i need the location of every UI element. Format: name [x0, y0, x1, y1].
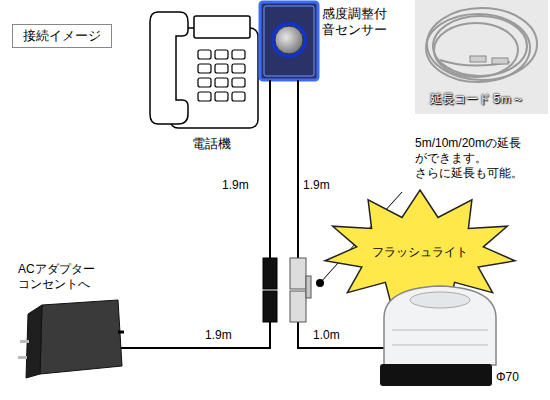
cable [118, 80, 384, 348]
length-label: 1.9m [205, 328, 232, 343]
dimension-label: Φ70 [496, 370, 519, 385]
note-text: 5m/10m/20mの延長 ができます。 さらに延長も可能。 [415, 136, 523, 181]
connector [263, 258, 311, 322]
flash-light [380, 286, 496, 386]
device-label: 電話機 [192, 136, 231, 152]
sound-sensor [260, 2, 318, 80]
title-box: 接続イメージ [12, 24, 112, 48]
device-label: ACアダプター コンセントへ [18, 262, 95, 292]
ac-adapter [18, 300, 124, 378]
device-label: 感度調整付 音センサー [322, 6, 387, 39]
telephone [150, 12, 258, 128]
length-label: 1.9m [222, 178, 249, 193]
photo-caption: 延長コード 5ｍ～ [430, 92, 524, 107]
length-label: 1.0m [313, 328, 340, 343]
length-label: 1.9m [303, 178, 330, 193]
device-label: フラッシュライト [372, 245, 468, 260]
extension-cord-photo [415, 0, 548, 114]
